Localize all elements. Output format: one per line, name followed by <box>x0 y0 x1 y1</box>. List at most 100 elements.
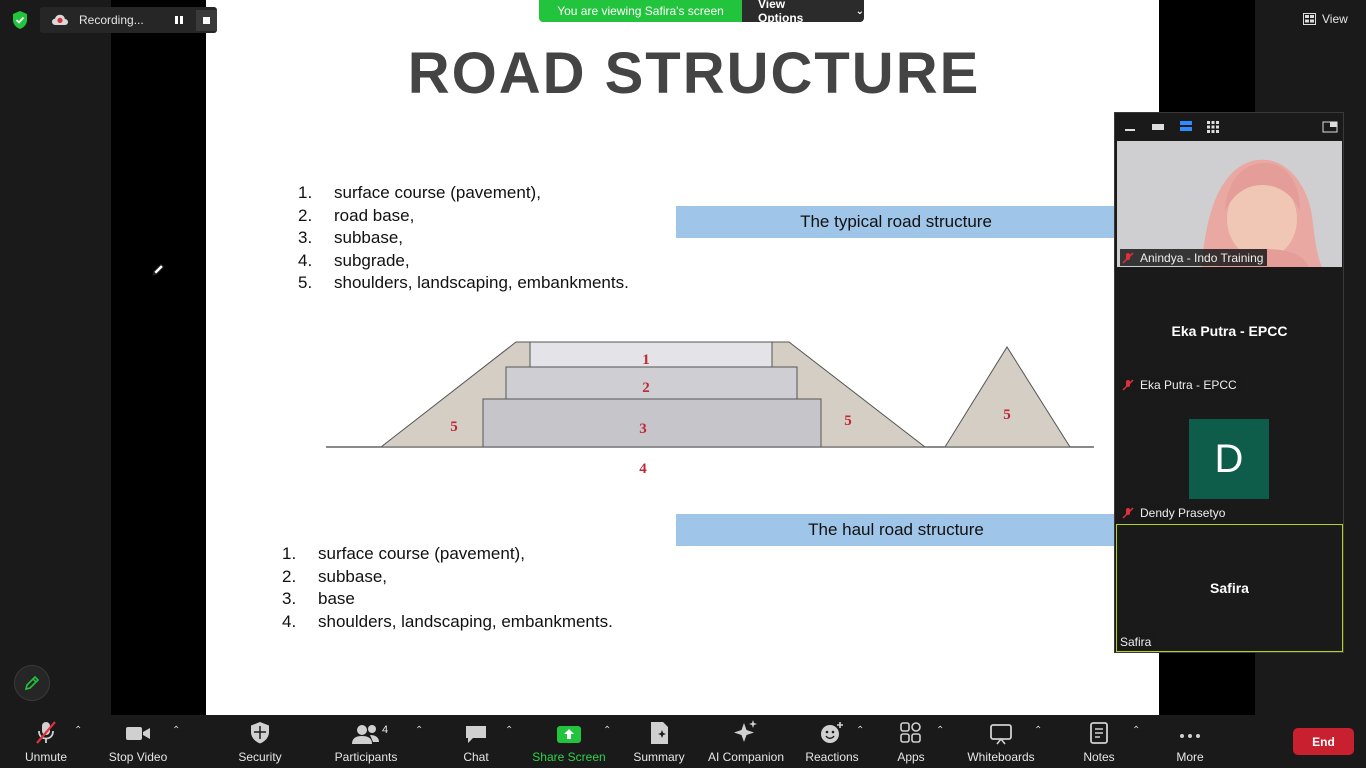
summary-button[interactable]: Summary <box>631 715 687 768</box>
participant-display-name: Eka Putra - EPCC <box>1171 323 1288 339</box>
apps-grid-icon <box>900 722 921 743</box>
list-item: 4.shoulders, landscaping, embankments. <box>282 611 613 631</box>
mic-muted-icon <box>1122 378 1134 391</box>
participant-gallery: Anindya - Indo Training Eka Putra - EPCC… <box>1114 112 1344 653</box>
participant-name-tag: Safira <box>1118 633 1156 650</box>
participant-name-tag: Eka Putra - EPCC <box>1120 376 1241 393</box>
stop-recording-button[interactable] <box>196 10 217 31</box>
subbase-layer <box>482 398 822 448</box>
participant-tile-dendy[interactable]: D Dendy Prasetyo <box>1117 397 1342 523</box>
mic-muted-icon <box>1122 251 1134 264</box>
gallery-toolbar <box>1115 113 1343 141</box>
list-item: 2.road base, <box>298 205 415 225</box>
participant-tile-anindya[interactable]: Anindya - Indo Training <box>1117 141 1342 267</box>
minimize-video-icon[interactable] <box>1123 120 1137 134</box>
participants-button[interactable]: Participants <box>330 715 402 768</box>
ai-sparkle-icon <box>734 720 757 742</box>
share-screen-arrow-icon <box>557 726 581 743</box>
whiteboard-icon <box>990 724 1012 745</box>
ai-companion-button[interactable]: AI Companion <box>705 715 787 768</box>
whiteboards-options-caret-icon[interactable]: ⌃ <box>1034 725 1043 736</box>
typical-road-band: The typical road structure <box>676 206 1116 238</box>
chat-bubble-icon <box>466 726 486 743</box>
view-layout-button[interactable]: View <box>1303 9 1348 29</box>
emoji-reaction-icon <box>821 722 843 743</box>
shoulder-triangle <box>944 346 1071 448</box>
pause-recording-icon[interactable] <box>172 13 186 27</box>
apps-button[interactable]: Apps <box>893 715 929 768</box>
summary-document-icon <box>651 722 668 744</box>
chat-button[interactable]: Chat <box>458 715 494 768</box>
viewing-screen-label: You are viewing Safira's screen <box>539 0 742 22</box>
meeting-controls-toolbar: Unmute ⌃ Stop Video ⌃ Security Participa… <box>0 715 1366 768</box>
share-options-caret-icon[interactable]: ⌃ <box>603 725 612 736</box>
share-screen-button[interactable]: Share Screen <box>532 715 606 768</box>
reactions-button[interactable]: Reactions <box>805 715 859 768</box>
grid-view-icon <box>1303 13 1316 25</box>
mic-muted-icon <box>1122 506 1134 519</box>
road-structure-diagram: 1 2 3 4 5 5 5 <box>326 341 1094 477</box>
recording-indicator: Recording... <box>40 7 217 33</box>
surface-course-layer <box>529 341 773 368</box>
notes-icon <box>1090 722 1108 744</box>
haul-structure-list: 1.surface course (pavement), 2.subbase, … <box>282 543 613 633</box>
participant-name-tag: Dendy Prasetyo <box>1120 504 1230 521</box>
list-item: 4.subgrade, <box>298 250 410 270</box>
pop-out-icon[interactable] <box>1322 120 1338 134</box>
gallery-grid-icon[interactable] <box>1206 120 1220 134</box>
pencil-icon <box>24 675 40 691</box>
security-shield-icon <box>251 722 269 744</box>
diagram-label-2: 2 <box>642 380 650 396</box>
participant-tile-eka[interactable]: Eka Putra - EPCC Eka Putra - EPCC <box>1117 269 1342 395</box>
stop-icon <box>203 17 210 24</box>
shared-slide: ROAD STRUCTURE 1.surface course (pavemen… <box>206 0 1159 715</box>
participants-icon <box>352 725 379 744</box>
notes-options-caret-icon[interactable]: ⌃ <box>1132 725 1141 736</box>
end-meeting-button[interactable]: End <box>1293 728 1354 755</box>
list-item: 3.base <box>282 589 355 608</box>
list-item: 1.surface course (pavement), <box>298 183 541 202</box>
chevron-down-icon: ⌄ <box>855 5 864 17</box>
audio-options-caret-icon[interactable]: ⌃ <box>74 725 83 736</box>
hide-video-icon[interactable] <box>1151 120 1165 134</box>
participant-tile-safira-active-speaker[interactable]: Safira Safira <box>1116 524 1343 652</box>
view-options-button[interactable]: View Options ⌄ <box>742 0 864 25</box>
recording-label: Recording... <box>79 13 144 27</box>
cloud-recording-icon <box>52 14 68 25</box>
participants-count-badge: 4 <box>382 724 389 736</box>
list-item: 3.subbase, <box>298 228 403 247</box>
annotate-button[interactable] <box>14 665 50 701</box>
list-item: 2.subbase, <box>282 566 387 586</box>
participant-display-name: Safira <box>1210 580 1249 596</box>
video-options-caret-icon[interactable]: ⌃ <box>172 725 181 736</box>
more-button[interactable]: More <box>1172 715 1208 768</box>
diagram-label-3: 3 <box>639 421 647 437</box>
encryption-shield-icon[interactable] <box>10 10 30 30</box>
diagram-label-5-right: 5 <box>844 413 852 429</box>
speaker-view-icon[interactable] <box>1179 120 1193 134</box>
list-item: 1.surface course (pavement), <box>282 544 525 563</box>
haul-road-band: The haul road structure <box>676 514 1116 546</box>
annotation-pencil-cursor-icon <box>152 263 165 276</box>
diagram-label-5-left: 5 <box>450 419 458 435</box>
unmute-button[interactable]: Unmute <box>22 715 70 768</box>
whiteboards-button[interactable]: Whiteboards <box>964 715 1038 768</box>
stop-video-button[interactable]: Stop Video <box>105 715 171 768</box>
participants-options-caret-icon[interactable]: ⌃ <box>415 725 424 736</box>
security-button[interactable]: Security <box>234 715 286 768</box>
list-item: 5.shoulders, landscaping, embankments. <box>298 273 629 292</box>
video-camera-icon <box>126 727 150 740</box>
diagram-label-5-triangle: 5 <box>1003 407 1011 423</box>
avatar: D <box>1189 419 1269 499</box>
reactions-options-caret-icon[interactable]: ⌃ <box>856 725 865 736</box>
road-base-layer <box>505 366 798 400</box>
slide-title: ROAD STRUCTURE <box>407 41 981 106</box>
typical-structure-list: 1.surface course (pavement), 2.road base… <box>298 182 629 295</box>
participant-name-tag: Anindya - Indo Training <box>1120 249 1268 266</box>
mic-muted-icon <box>36 721 56 744</box>
apps-options-caret-icon[interactable]: ⌃ <box>936 725 945 736</box>
chat-options-caret-icon[interactable]: ⌃ <box>505 725 514 736</box>
viewing-screen-banner: You are viewing Safira's screen View Opt… <box>539 0 864 25</box>
notes-button[interactable]: Notes <box>1080 715 1118 768</box>
